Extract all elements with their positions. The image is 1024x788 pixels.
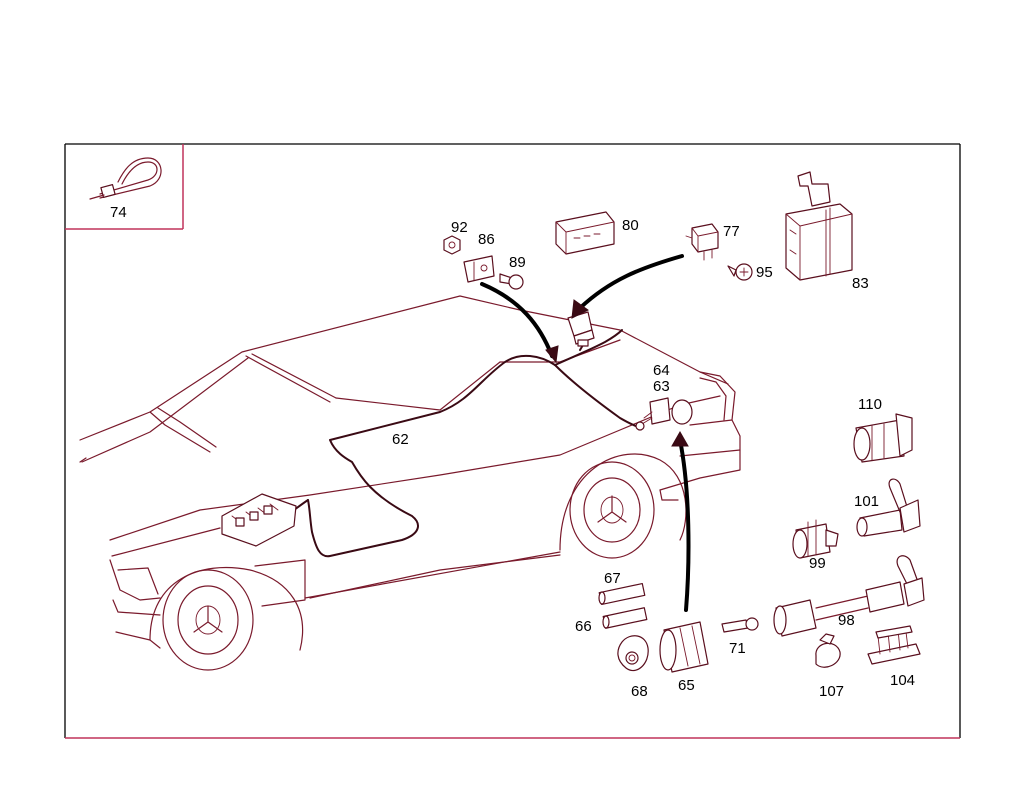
label-101: 101 [854, 493, 879, 510]
label-67: 67 [604, 570, 621, 587]
label-66: 66 [575, 618, 592, 635]
label-63: 63 [653, 378, 670, 395]
label-83: 83 [852, 275, 869, 292]
part-83-bracket-unit [785, 171, 853, 281]
part-104-holder [867, 625, 921, 665]
part-107-clamp [815, 633, 841, 668]
part-101-plug [856, 478, 921, 537]
part-67-fuse [598, 582, 646, 606]
part-110-connector [853, 413, 913, 463]
part-77-relay [685, 223, 719, 261]
label-110: 110 [858, 396, 882, 413]
relay-box-front [221, 493, 297, 547]
part-98-cable [773, 555, 925, 637]
label-74: 74 [110, 204, 127, 221]
part-71-screw [721, 617, 759, 633]
part-68-flange [617, 635, 649, 672]
label-89: 89 [509, 254, 526, 271]
part-66-fuse [602, 607, 648, 629]
part-95-screw [727, 263, 753, 281]
rear-socket-assembly [635, 397, 693, 431]
label-95: 95 [756, 264, 773, 281]
label-98: 98 [838, 612, 855, 629]
inset-box-74 [65, 144, 184, 230]
label-86: 86 [478, 231, 495, 248]
label-64: 64 [653, 362, 670, 379]
label-65: 65 [678, 677, 695, 694]
part-89-screw [499, 273, 524, 290]
part-80-control-unit [555, 211, 615, 255]
label-71: 71 [729, 640, 746, 657]
label-104: 104 [890, 672, 915, 689]
part-86-clip [463, 255, 495, 283]
label-99: 99 [809, 555, 826, 572]
label-68: 68 [631, 683, 648, 700]
label-80: 80 [622, 217, 639, 234]
part-92-nut [443, 235, 461, 255]
part-99-socket [792, 519, 839, 559]
wiring-harness-62 [243, 329, 641, 558]
trunk-control-module [567, 311, 595, 347]
part-labels: 74 92 86 89 80 77 95 83 64 63 62 110 101… [110, 204, 915, 700]
diagram-frame [64, 143, 961, 739]
part-65-socket-housing [659, 621, 709, 673]
label-77: 77 [723, 223, 740, 240]
label-62: 62 [392, 431, 409, 448]
cable-tie-icon [89, 157, 162, 200]
label-92: 92 [451, 219, 468, 236]
pointer-arrows [480, 254, 691, 612]
label-107: 107 [819, 683, 844, 700]
